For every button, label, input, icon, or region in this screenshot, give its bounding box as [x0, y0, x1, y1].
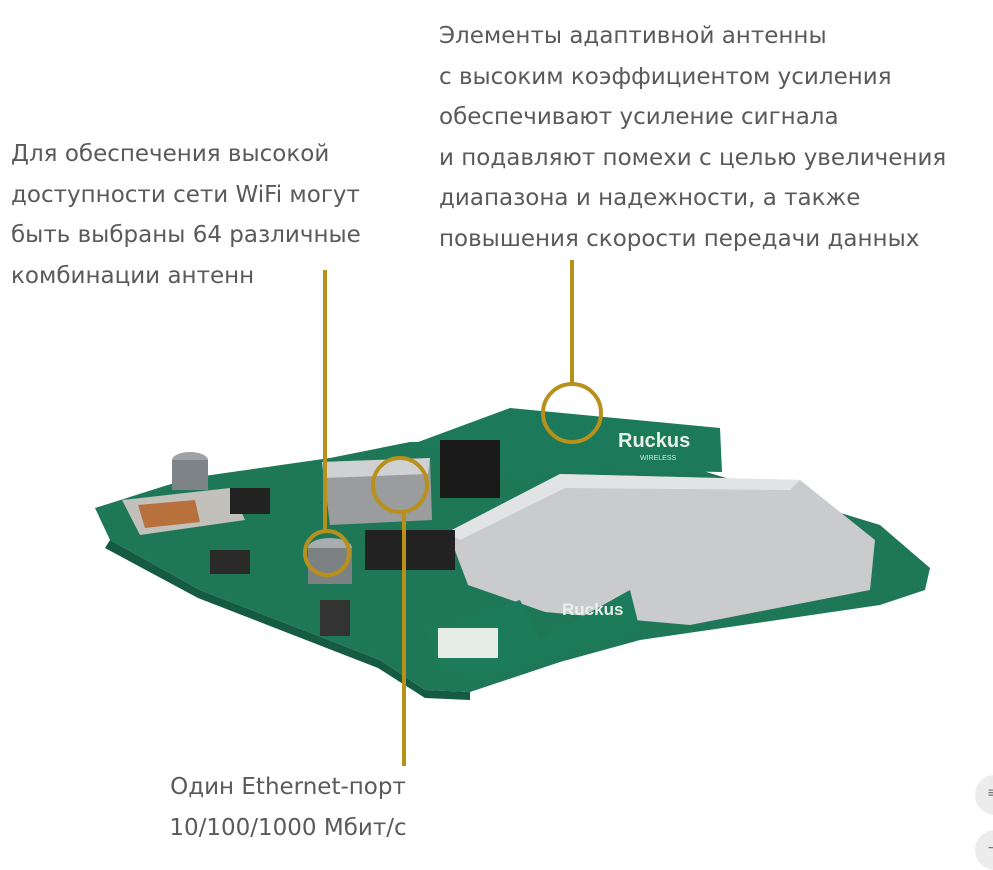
- callout-text-line: и подавляют помехи с целью увеличения: [439, 144, 947, 171]
- ruckus-sub-rear: WIRELESS: [640, 455, 677, 462]
- callout-text-line: с высоким коэффициентом усиления: [439, 63, 892, 90]
- ruckus-logo-front: Ruckus: [562, 600, 623, 619]
- callout-circle-left: [303, 529, 351, 577]
- callout-circle-bottom: [371, 456, 429, 514]
- rf-shield: [448, 474, 875, 625]
- callout-antenna-combinations: Для обеспечения высокой доступности сети…: [11, 134, 361, 296]
- chip-2: [365, 530, 455, 570]
- callout-ethernet-port: Один Ethernet-порт 10/100/1000 Мбит/с: [160, 767, 416, 848]
- ruckus-logo-rear: Ruckus: [618, 430, 690, 452]
- ethernet-port-top: [322, 458, 430, 478]
- floating-menu-button[interactable]: ≡: [975, 775, 993, 815]
- label-sticker: [438, 628, 498, 658]
- pin-header: [320, 600, 350, 636]
- callout-text-line: диапазона и надежности, а также: [439, 185, 861, 211]
- minus-icon: −: [987, 840, 993, 856]
- chip: [230, 488, 270, 514]
- power-jack: [440, 440, 500, 498]
- callout-circle-right: [541, 382, 603, 444]
- callout-markers: [303, 260, 603, 766]
- copper-coil: [138, 500, 200, 528]
- callout-adaptive-antenna: Элементы адаптивной антенны с высоким ко…: [439, 16, 946, 259]
- callout-text-line: 10/100/1000 Мбит/с: [169, 814, 407, 841]
- callout-text-line: Один Ethernet-порт: [170, 774, 406, 800]
- chip-3: [210, 550, 250, 574]
- capacitor-body: [172, 460, 208, 490]
- callout-text-line: повышения скорости передачи данных: [439, 225, 920, 252]
- callout-text-line: доступности сети WiFi могут: [11, 181, 360, 208]
- rf-shield-highlight: [448, 474, 800, 540]
- callout-text-line: Элементы адаптивной антенны: [439, 23, 827, 49]
- callout-text-line: обеспечивают усиление сигнала: [439, 104, 839, 130]
- floating-zoom-out-button[interactable]: −: [975, 830, 993, 870]
- callout-text-line: быть выбраны 64 различные: [11, 222, 361, 248]
- menu-icon: ≡: [987, 785, 993, 801]
- callout-text-line: Для обеспечения высокой: [11, 141, 330, 167]
- callout-text-line: комбинации антенн: [11, 262, 255, 289]
- pcb-board-edge: [105, 540, 470, 700]
